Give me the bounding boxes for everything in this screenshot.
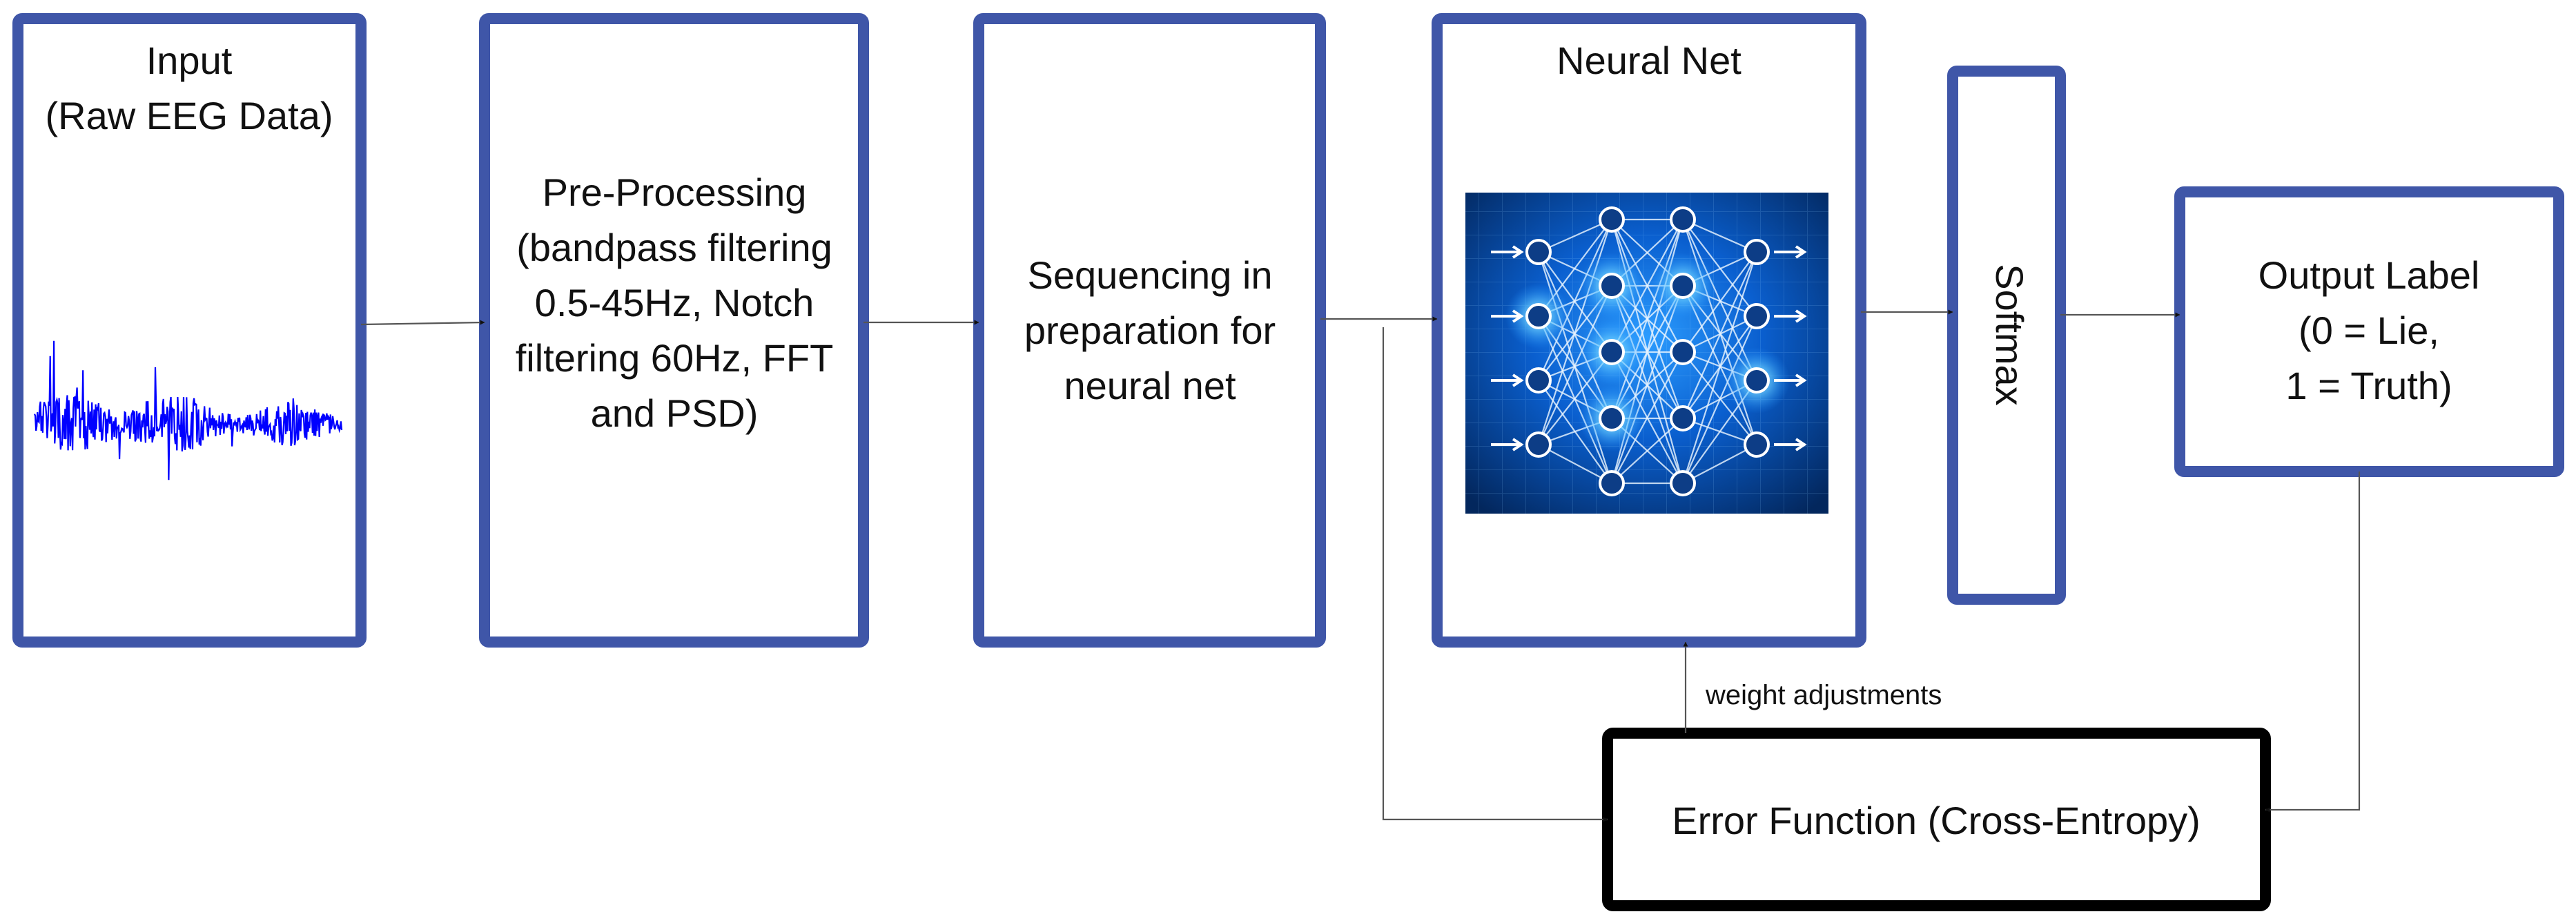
neural-node-0-3 bbox=[1525, 431, 1552, 458]
neural-input-arrow-2 bbox=[1491, 373, 1524, 387]
neural-node-1-1 bbox=[1599, 273, 1625, 299]
neural-node-2-1 bbox=[1670, 273, 1696, 299]
neural-node-3-3 bbox=[1744, 431, 1770, 458]
eeg-waveform bbox=[33, 340, 343, 480]
neural-node-1-4 bbox=[1599, 470, 1625, 496]
input-box bbox=[12, 13, 367, 648]
neural-input-arrow-0 bbox=[1491, 245, 1524, 259]
neural-link-0-3-4 bbox=[1538, 444, 1612, 484]
neural-link-2-4-3 bbox=[1682, 444, 1757, 484]
neural-link-2-3-0 bbox=[1681, 251, 1758, 419]
neural-link-2-0-1 bbox=[1682, 219, 1757, 317]
output-line-3: 1 = Truth) bbox=[2285, 364, 2452, 407]
neural-node-0-0 bbox=[1525, 239, 1552, 265]
neural-link-1-4-1 bbox=[1610, 285, 1684, 484]
softmax-node: Softmax bbox=[1947, 66, 2066, 605]
neural-node-1-2 bbox=[1599, 339, 1625, 365]
neural-node-2-3 bbox=[1670, 405, 1696, 431]
neural-input-arrow-3 bbox=[1491, 438, 1524, 451]
neural-node-0-1 bbox=[1525, 303, 1552, 329]
sequencing-line-3: neural net bbox=[1064, 364, 1236, 407]
neural-link-2-4-1 bbox=[1681, 315, 1758, 484]
neural-link-2-2-0 bbox=[1682, 251, 1757, 353]
preprocessing-line-5: and PSD) bbox=[591, 391, 759, 435]
softmax-box bbox=[1947, 66, 2066, 605]
error-function-label: Error Function (Cross-Entropy) bbox=[1672, 799, 2201, 842]
output-node: Output Label (0 = Lie, 1 = Truth) bbox=[2174, 186, 2564, 477]
neural-network-illustration bbox=[1465, 193, 1828, 514]
neural-link-2-0-0 bbox=[1682, 218, 1757, 253]
neural-input-arrow-1 bbox=[1491, 309, 1524, 323]
input-title: Input bbox=[146, 39, 233, 82]
sequencing-line-2: preparation for bbox=[1024, 309, 1276, 352]
neural-link-1-4-2 bbox=[1611, 351, 1684, 484]
input-node: Input (Raw EEG Data) bbox=[12, 13, 367, 648]
output-to-error-function-arrow bbox=[2265, 472, 2361, 813]
neural-link-0-2-0 bbox=[1537, 219, 1613, 381]
sequencing-line-1: Sequencing in bbox=[1028, 253, 1273, 297]
neural-output-arrow-1 bbox=[1774, 309, 1807, 323]
neural-net-node: Neural Net bbox=[1432, 13, 1866, 648]
neural-link-1-4-3 bbox=[1611, 418, 1684, 484]
neural-node-3-1 bbox=[1744, 303, 1770, 329]
preprocessing-node: Pre-Processing (bandpass filtering 0.5-4… bbox=[479, 13, 869, 648]
softmax-label: Softmax bbox=[1988, 264, 2031, 405]
error-function-node: Error Function (Cross-Entropy) bbox=[1602, 728, 2271, 911]
neural-link-0-0-0 bbox=[1538, 218, 1612, 253]
output-line-2: (0 = Lie, bbox=[2299, 309, 2439, 352]
sequencing-node: Sequencing in preparation for neural net bbox=[973, 13, 1326, 648]
sequencing-box bbox=[973, 13, 1326, 648]
input-subtitle: (Raw EEG Data) bbox=[46, 94, 333, 137]
neural-node-2-2 bbox=[1670, 339, 1696, 365]
output-box bbox=[2174, 186, 2564, 477]
neural-output-arrow-3 bbox=[1774, 438, 1807, 451]
preprocessing-box bbox=[479, 13, 869, 648]
input-to-preprocessing-arrow bbox=[360, 320, 485, 326]
neural-output-arrow-2 bbox=[1774, 373, 1807, 387]
preprocessing-line-2: (bandpass filtering bbox=[516, 226, 832, 269]
weight-adjustments-label: weight adjustments bbox=[1705, 680, 1942, 710]
preprocessing-line-3: 0.5-45Hz, Notch bbox=[535, 281, 814, 324]
neural-node-2-0 bbox=[1670, 206, 1696, 233]
output-line-1: Output Label bbox=[2258, 253, 2480, 297]
neural-node-3-0 bbox=[1744, 239, 1770, 265]
neural-node-3-2 bbox=[1744, 367, 1770, 394]
neural-node-0-2 bbox=[1525, 367, 1552, 394]
preprocessing-line-4: filtering 60Hz, FFT bbox=[516, 336, 834, 380]
neural-node-2-4 bbox=[1670, 470, 1696, 496]
neural-net-title: Neural Net bbox=[1557, 39, 1741, 82]
neural-link-2-4-0 bbox=[1681, 251, 1758, 484]
neural-output-arrow-0 bbox=[1774, 245, 1807, 259]
neural-link-1-3-0 bbox=[1610, 219, 1684, 419]
sequencing-to-error-function-arrow bbox=[1382, 327, 1608, 822]
neural-node-1-3 bbox=[1599, 405, 1625, 431]
neural-node-1-0 bbox=[1599, 206, 1625, 233]
preprocessing-line-1: Pre-Processing bbox=[543, 171, 807, 214]
